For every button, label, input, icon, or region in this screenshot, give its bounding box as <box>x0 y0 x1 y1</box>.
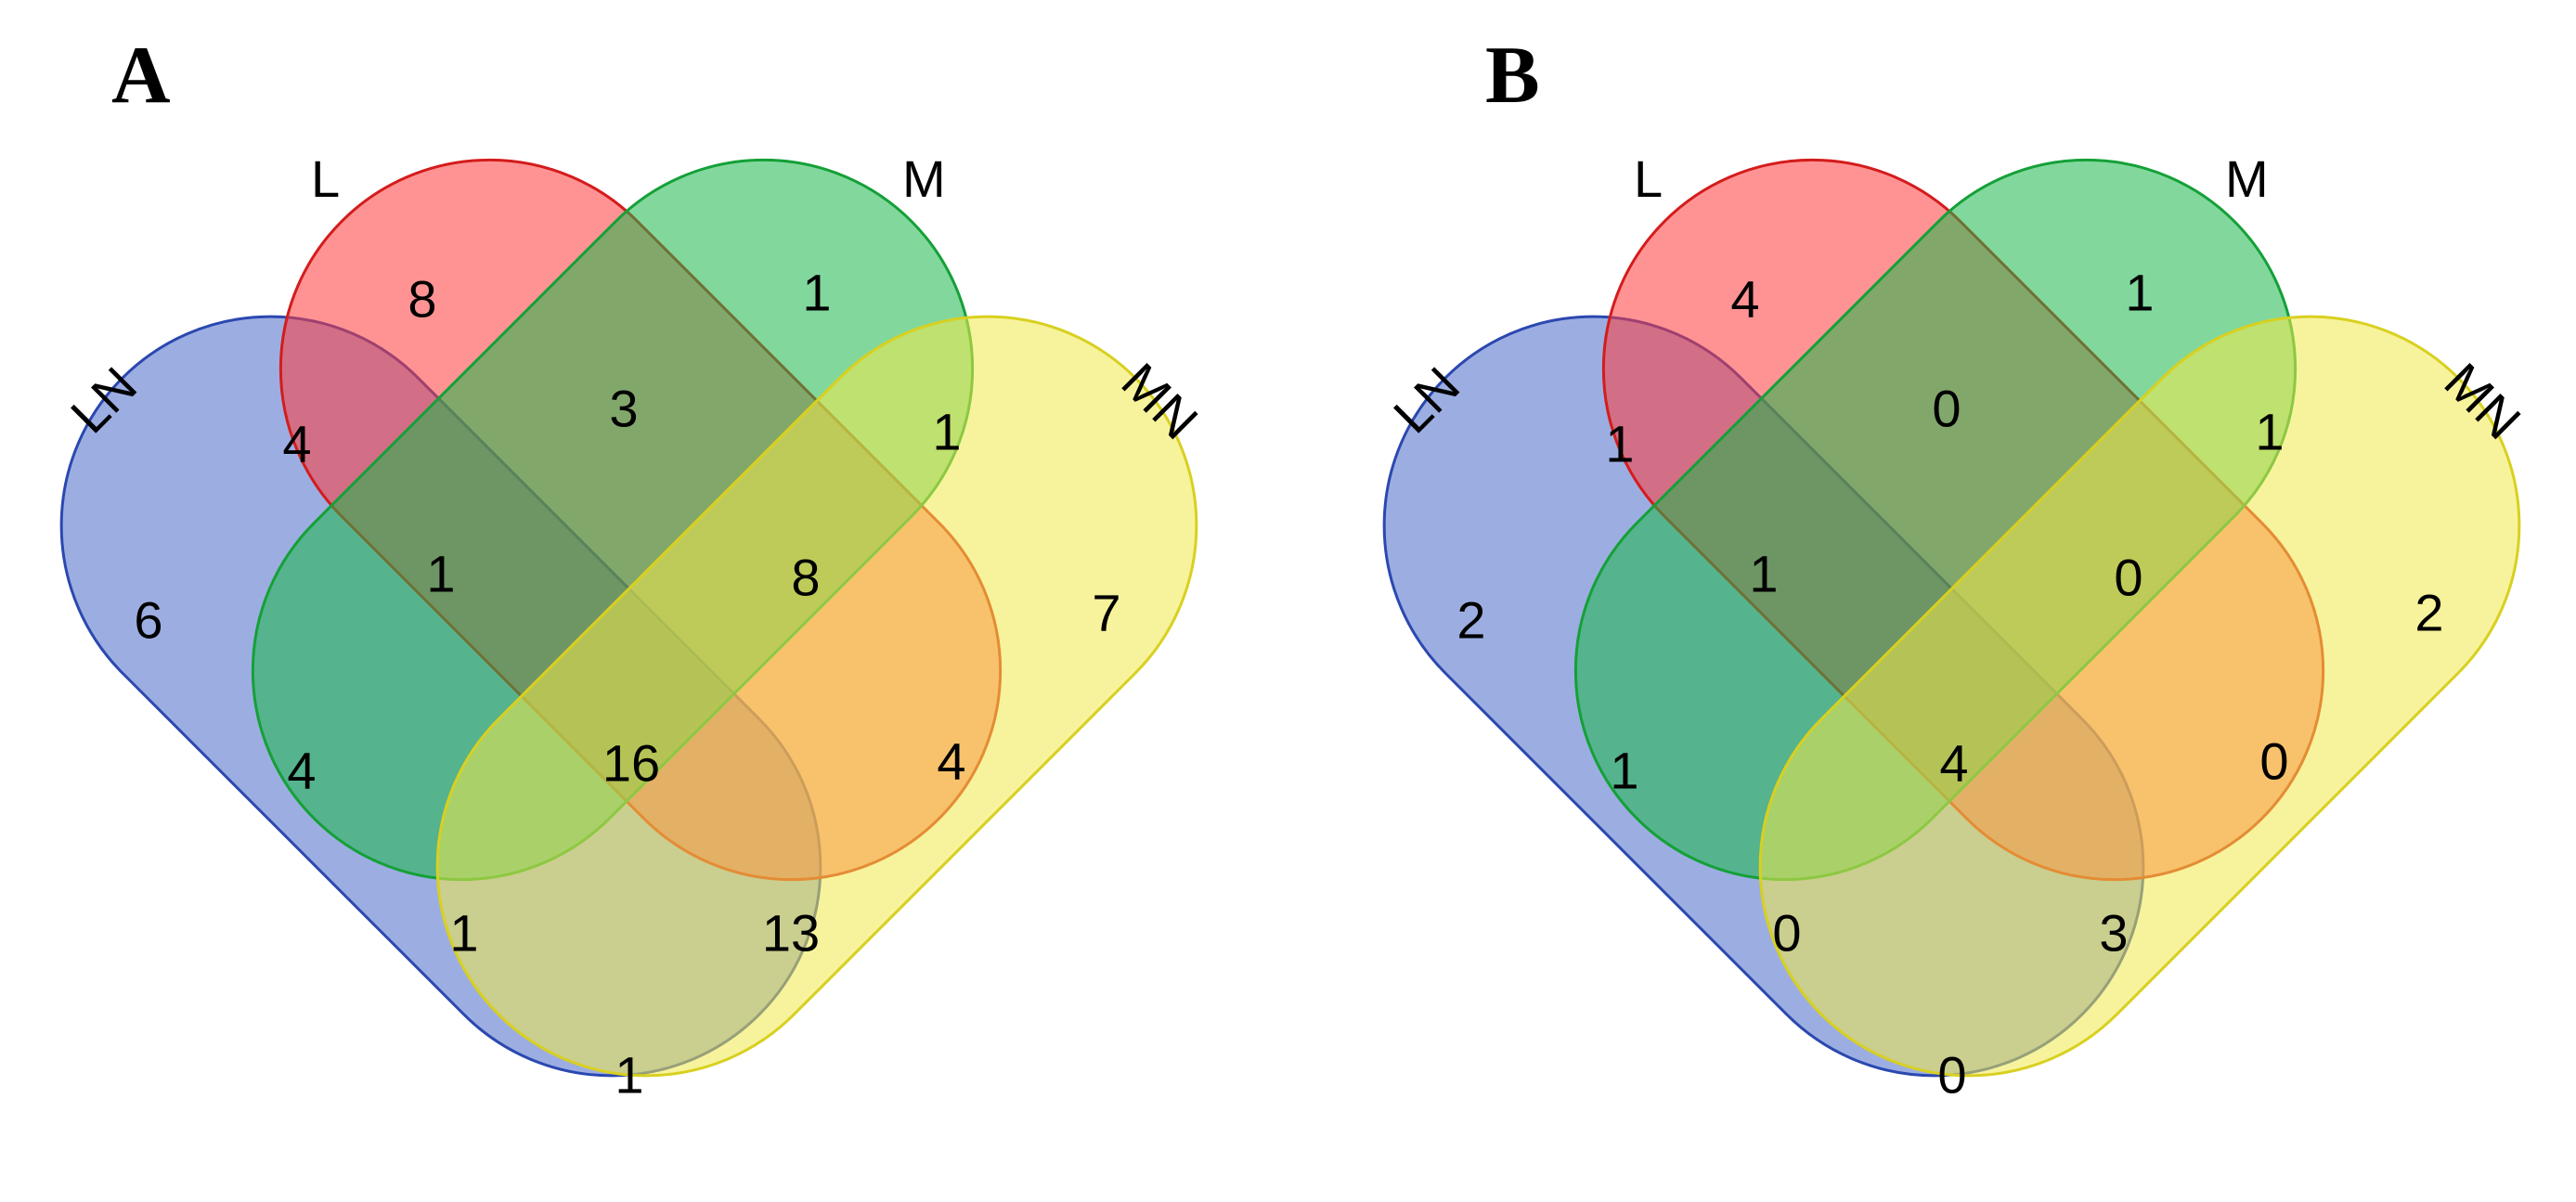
region-count: 4 <box>1939 734 1968 793</box>
region-count: 7 <box>1092 584 1120 642</box>
region-count: 13 <box>762 904 820 963</box>
region-count: 1 <box>449 904 478 963</box>
region-count: 1 <box>426 545 455 603</box>
region-count: 1 <box>615 1046 643 1105</box>
region-count: 8 <box>791 549 820 607</box>
region-count: 4 <box>287 742 316 800</box>
panel-letter-a: A <box>111 31 171 121</box>
set-label-l: L <box>1634 149 1663 208</box>
region-count: 4 <box>282 415 311 473</box>
region-count: 8 <box>408 270 436 329</box>
region-count: 0 <box>2259 732 2288 791</box>
region-count: 1 <box>2125 264 2154 322</box>
region-count: 3 <box>2099 904 2128 963</box>
set-label-m: M <box>2225 149 2269 208</box>
region-count: 6 <box>134 591 162 650</box>
region-count: 1 <box>1610 742 1638 800</box>
region-count: 2 <box>1456 591 1485 650</box>
region-count: 1 <box>932 403 961 461</box>
panel-letter-b: B <box>1485 31 1540 121</box>
region-count: 0 <box>1937 1046 1966 1105</box>
region-count: 16 <box>602 734 660 793</box>
region-count: 1 <box>2255 403 2284 461</box>
venn-set-mn <box>435 315 1198 1078</box>
region-count: 3 <box>609 380 638 438</box>
venn-panel-b: B LN L M MN 4 1 2 2 1 0 1 1 0 1 0 4 0 3 … <box>1382 31 2532 1105</box>
region-count: 1 <box>1749 545 1778 603</box>
region-count: 2 <box>2414 584 2443 642</box>
set-label-m: M <box>902 149 946 208</box>
region-count: 4 <box>1730 270 1759 329</box>
region-count: 4 <box>937 732 965 791</box>
region-count: 1 <box>1605 415 1634 473</box>
region-count: 1 <box>802 264 831 322</box>
venn-set-mn <box>1758 315 2521 1078</box>
region-count: 0 <box>2114 549 2142 607</box>
region-count: 0 <box>1932 380 1961 438</box>
venn-panel-a: A LN L M MN 8 1 6 7 4 3 1 1 8 4 4 16 1 1… <box>59 31 1210 1105</box>
venn-shapes-a <box>59 158 1198 1078</box>
set-label-l: L <box>311 149 340 208</box>
venn-shapes-b <box>1382 158 2521 1078</box>
region-count: 0 <box>1772 904 1801 963</box>
